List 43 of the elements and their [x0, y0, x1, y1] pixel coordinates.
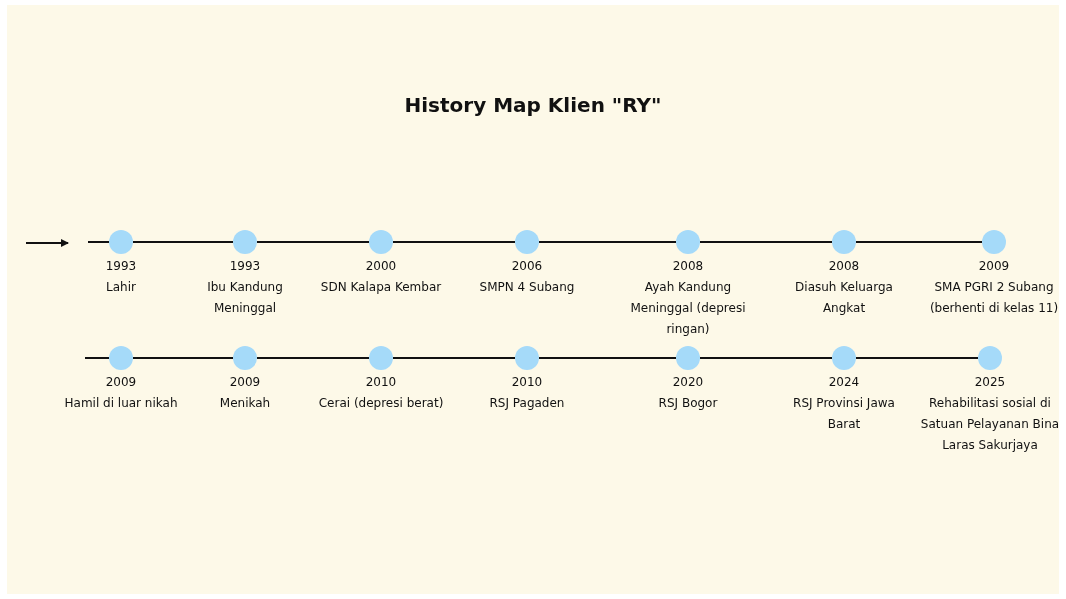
year-label: 2009 [228, 374, 262, 391]
timeline-line [538, 357, 677, 359]
timeline-line [132, 357, 234, 359]
year-label: 2010 [364, 374, 398, 391]
timeline-line [699, 357, 833, 359]
timeline-line [87, 241, 110, 243]
event-label: SMA PGRI 2 Subang (berhenti di kelas 11) [928, 279, 1060, 317]
timeline-line [855, 357, 979, 359]
event-label: Cerai (depresi berat) [318, 395, 444, 412]
event-label: SMPN 4 Subang [478, 279, 576, 296]
year-label: 2006 [510, 258, 544, 275]
year-label: 2010 [510, 374, 544, 391]
event-label: Ibu Kandung Meninggal [206, 279, 284, 317]
event-label: Menikah [218, 395, 272, 412]
year-label: 1993 [228, 258, 262, 275]
event-label: SDN Kalapa Kembar [319, 279, 443, 296]
event-label: RSJ Bogor [657, 395, 719, 412]
timeline-line [855, 241, 983, 243]
timeline-line [392, 241, 516, 243]
event-label: RSJ Pagaden [488, 395, 566, 412]
timeline-line [132, 241, 234, 243]
year-label: 2008 [671, 258, 705, 275]
timeline-line [256, 357, 370, 359]
timeline-line [256, 241, 370, 243]
year-label: 2009 [977, 258, 1011, 275]
year-label: 1993 [104, 258, 138, 275]
timeline-line [538, 241, 677, 243]
timeline-line [392, 357, 516, 359]
event-label: RSJ Provinsi Jawa Barat [792, 395, 896, 433]
timeline-line [84, 357, 110, 359]
event-label: Rehabilitasi sosial di Satuan Pelayanan Bina Laras Sakurjaya [920, 395, 1060, 454]
event-label: Ayah Kandung Meninggal (depresi ringan) [629, 279, 747, 338]
year-label: 2020 [671, 374, 705, 391]
timeline-line [699, 241, 833, 243]
year-label: 2008 [827, 258, 861, 275]
diagram-title: History Map Klien "RY" [403, 93, 663, 117]
year-label: 2025 [973, 374, 1007, 391]
year-label: 2009 [104, 374, 138, 391]
year-label: 2000 [364, 258, 398, 275]
year-label: 2024 [827, 374, 861, 391]
event-label: Hamil di luar nikah [63, 395, 179, 412]
event-label: Diasuh Keluarga Angkat [794, 279, 894, 317]
event-label: Lahir [105, 279, 137, 296]
